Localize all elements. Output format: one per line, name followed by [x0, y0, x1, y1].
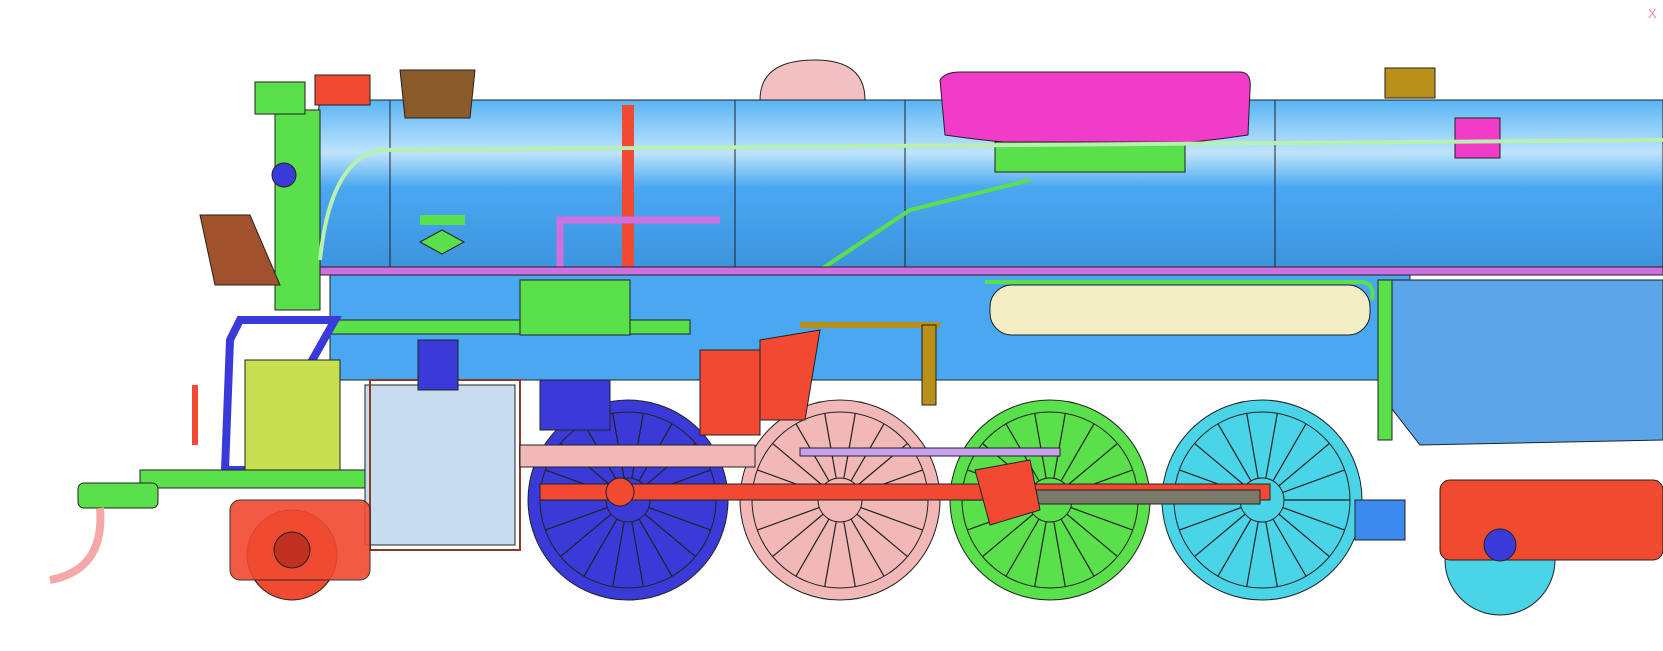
bell: [315, 75, 370, 105]
reach-rod: [800, 322, 940, 328]
firebox: [1380, 280, 1663, 445]
feedwater-pump: [245, 360, 340, 470]
sand-dome: [760, 60, 865, 100]
green-brace: [1378, 280, 1392, 440]
axis-x-label: X: [1648, 6, 1657, 21]
marker-light: [272, 163, 296, 187]
green-running-pipe: [330, 320, 690, 334]
blue-valve: [540, 380, 610, 430]
blue-bracket: [1355, 500, 1405, 540]
whistle-box: [1385, 68, 1435, 98]
steam-dome: [940, 72, 1250, 147]
running-board: [320, 267, 1663, 275]
coupler: [78, 483, 158, 508]
trailing-truck: [1440, 480, 1663, 615]
headlight: [255, 82, 305, 114]
side-rod: [1000, 490, 1260, 504]
red-step: [192, 385, 198, 445]
pilot-truck: [230, 500, 370, 600]
crank-pin: [606, 478, 634, 506]
diamond-plate: [420, 215, 465, 225]
cylinder: [365, 385, 515, 545]
valve-gear-box: [700, 350, 760, 435]
lift-arm: [922, 325, 936, 405]
red-pipe: [622, 105, 634, 270]
valve-chest-cap: [418, 340, 458, 390]
air-hose: [50, 508, 100, 580]
guide-yoke: [520, 445, 755, 467]
eccentric-rod: [800, 448, 1060, 456]
smokestack: [400, 70, 475, 118]
pilot-beam: [140, 470, 370, 488]
air-pump: [520, 280, 630, 335]
air-tank: [990, 285, 1370, 335]
smokebox-front: [275, 110, 320, 310]
number-plate: [200, 215, 280, 285]
cab-fitting: [1455, 118, 1500, 158]
